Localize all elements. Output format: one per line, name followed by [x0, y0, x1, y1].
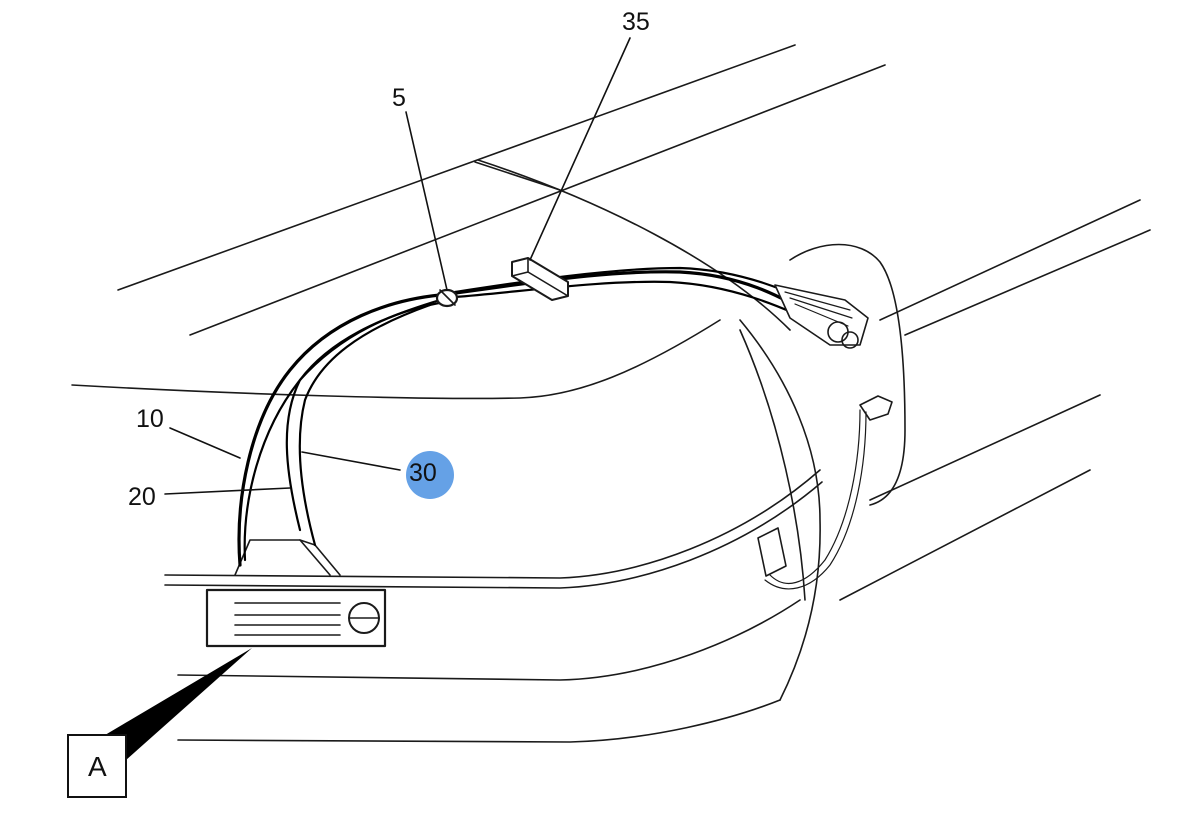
- callout-35: 35: [622, 8, 650, 36]
- callout-20: 20: [128, 483, 156, 511]
- callout-10: 10: [136, 405, 164, 433]
- callout-30: 30: [409, 459, 437, 487]
- body-outline: [71, 44, 1151, 743]
- part-a-pointer: [100, 648, 252, 760]
- connector-35: [511, 257, 569, 301]
- wiring-harness: [237, 266, 867, 590]
- callout-a: A: [88, 751, 107, 782]
- callout-5: 5: [392, 84, 406, 112]
- harness-bracket: [234, 539, 341, 576]
- clip-5: [435, 288, 459, 308]
- callout-30-highlight: [406, 451, 454, 499]
- end-connector: [757, 284, 893, 577]
- part-a-plate: [205, 588, 387, 648]
- callout-a-box: [67, 734, 127, 798]
- leader-lines: [164, 37, 631, 495]
